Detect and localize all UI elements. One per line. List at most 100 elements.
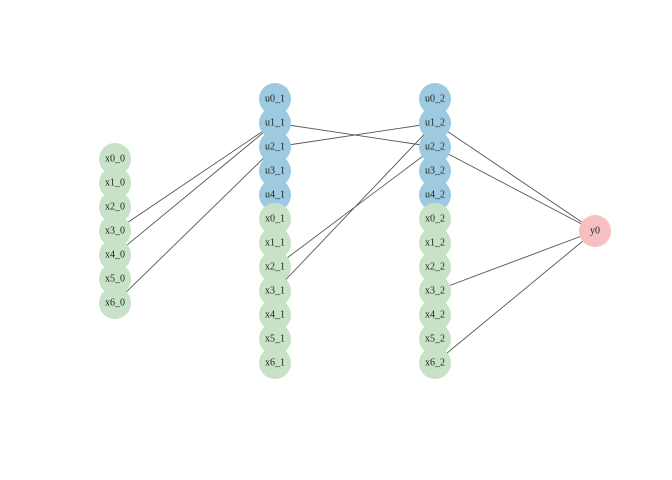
state-node-circle (419, 227, 451, 259)
node-u2_1: u2_1 (259, 131, 291, 163)
edge-u2_2-y0 (434, 146, 596, 232)
node-u1_2: u1_2 (419, 107, 451, 139)
node-x1_1: x1_1 (259, 227, 291, 259)
node-label: u3_1 (265, 166, 285, 177)
state-node-circle (259, 275, 291, 307)
node-label: x4_2 (425, 310, 445, 321)
control-node-circle (419, 179, 451, 211)
node-x2_2: x2_2 (419, 251, 451, 283)
node-x4_1: x4_1 (259, 299, 291, 331)
node-label: u0_2 (425, 94, 445, 105)
state-node-circle (99, 191, 131, 223)
control-node-circle (419, 83, 451, 115)
node-x1_2: x1_2 (419, 227, 451, 259)
node-x5_1: x5_1 (259, 323, 291, 355)
node-label: x0_2 (425, 214, 445, 225)
state-node-circle (99, 239, 131, 271)
node-u0_1: u0_1 (259, 83, 291, 115)
state-node-circle (99, 287, 131, 319)
state-node-circle (99, 263, 131, 295)
node-x4_0: x4_0 (99, 239, 131, 271)
node-x1_0: x1_0 (99, 167, 131, 199)
node-u1_1: u1_1 (259, 107, 291, 139)
state-node-circle (419, 251, 451, 283)
control-node-circle (259, 107, 291, 139)
node-x3_2: x3_2 (419, 275, 451, 307)
node-label: u2_2 (425, 142, 445, 153)
control-node-circle (259, 131, 291, 163)
control-node-circle (419, 155, 451, 187)
edge-x4_0-u1_1 (114, 122, 276, 256)
node-label: x5_2 (425, 334, 445, 345)
node-label: y0 (590, 226, 600, 237)
node-label: x6_1 (265, 358, 285, 369)
state-node-circle (259, 347, 291, 379)
node-label: u3_2 (425, 166, 445, 177)
node-u3_1: u3_1 (259, 155, 291, 187)
node-u4_1: u4_1 (259, 179, 291, 211)
state-node-circle (99, 143, 131, 175)
node-x0_0: x0_0 (99, 143, 131, 175)
edge-u1_2-y0 (434, 122, 596, 232)
node-u3_2: u3_2 (419, 155, 451, 187)
node-label: x2_2 (425, 262, 445, 273)
node-label: x3_2 (425, 286, 445, 297)
node-label: x4_1 (265, 310, 285, 321)
nodes-layer: x0_0 x1_0 x2_0 x3_0 x4_0 x5_0 x6_0 u0_1 u1_1 u2_1… (99, 83, 611, 379)
node-label: x2_1 (265, 262, 285, 273)
node-label: u1_2 (425, 118, 445, 129)
node-x2_1: x2_1 (259, 251, 291, 283)
edge-x3_1-u1_2 (274, 122, 436, 292)
node-x3_0: x3_0 (99, 215, 131, 247)
node-label: u1_1 (265, 118, 285, 129)
node-label: u4_2 (425, 190, 445, 201)
node-x0_1: x0_1 (259, 203, 291, 235)
output-node-circle (579, 215, 611, 247)
state-node-circle (419, 203, 451, 235)
node-label: u0_1 (265, 94, 285, 105)
node-label: x0_0 (105, 154, 125, 165)
node-label: x1_2 (425, 238, 445, 249)
node-x4_2: x4_2 (419, 299, 451, 331)
node-label: x3_0 (105, 226, 125, 237)
node-label: x6_0 (105, 298, 125, 309)
node-label: x3_1 (265, 286, 285, 297)
node-x5_0: x5_0 (99, 263, 131, 295)
edge-x6_0-u2_1 (114, 146, 276, 304)
node-label: x1_1 (265, 238, 285, 249)
node-x6_2: x6_2 (419, 347, 451, 379)
node-label: x6_2 (425, 358, 445, 369)
node-label: x1_0 (105, 178, 125, 189)
edge-x6_2-y0 (434, 230, 596, 364)
node-label: x4_0 (105, 250, 125, 261)
node-label: u2_1 (265, 142, 285, 153)
state-node-circle (99, 215, 131, 247)
node-u4_2: u4_2 (419, 179, 451, 211)
edge-x3_2-y0 (434, 230, 596, 292)
control-node-circle (259, 83, 291, 115)
node-x5_2: x5_2 (419, 323, 451, 355)
node-u0_2: u0_2 (419, 83, 451, 115)
control-node-circle (419, 107, 451, 139)
control-node-circle (419, 131, 451, 163)
node-label: x5_1 (265, 334, 285, 345)
node-x2_0: x2_0 (99, 191, 131, 223)
node-label: u4_1 (265, 190, 285, 201)
node-label: x0_1 (265, 214, 285, 225)
state-node-circle (259, 227, 291, 259)
state-node-circle (259, 251, 291, 283)
node-y0: y0 (579, 215, 611, 247)
state-node-circle (259, 203, 291, 235)
edges-layer (114, 122, 596, 364)
state-node-circle (259, 299, 291, 331)
state-node-circle (259, 323, 291, 355)
control-node-circle (259, 179, 291, 211)
state-node-circle (419, 275, 451, 307)
edge-x3_0-u1_1 (114, 122, 276, 232)
node-x3_1: x3_1 (259, 275, 291, 307)
control-node-circle (259, 155, 291, 187)
node-x6_0: x6_0 (99, 287, 131, 319)
state-node-circle (419, 323, 451, 355)
edge-u2_1-u1_2 (274, 122, 436, 148)
